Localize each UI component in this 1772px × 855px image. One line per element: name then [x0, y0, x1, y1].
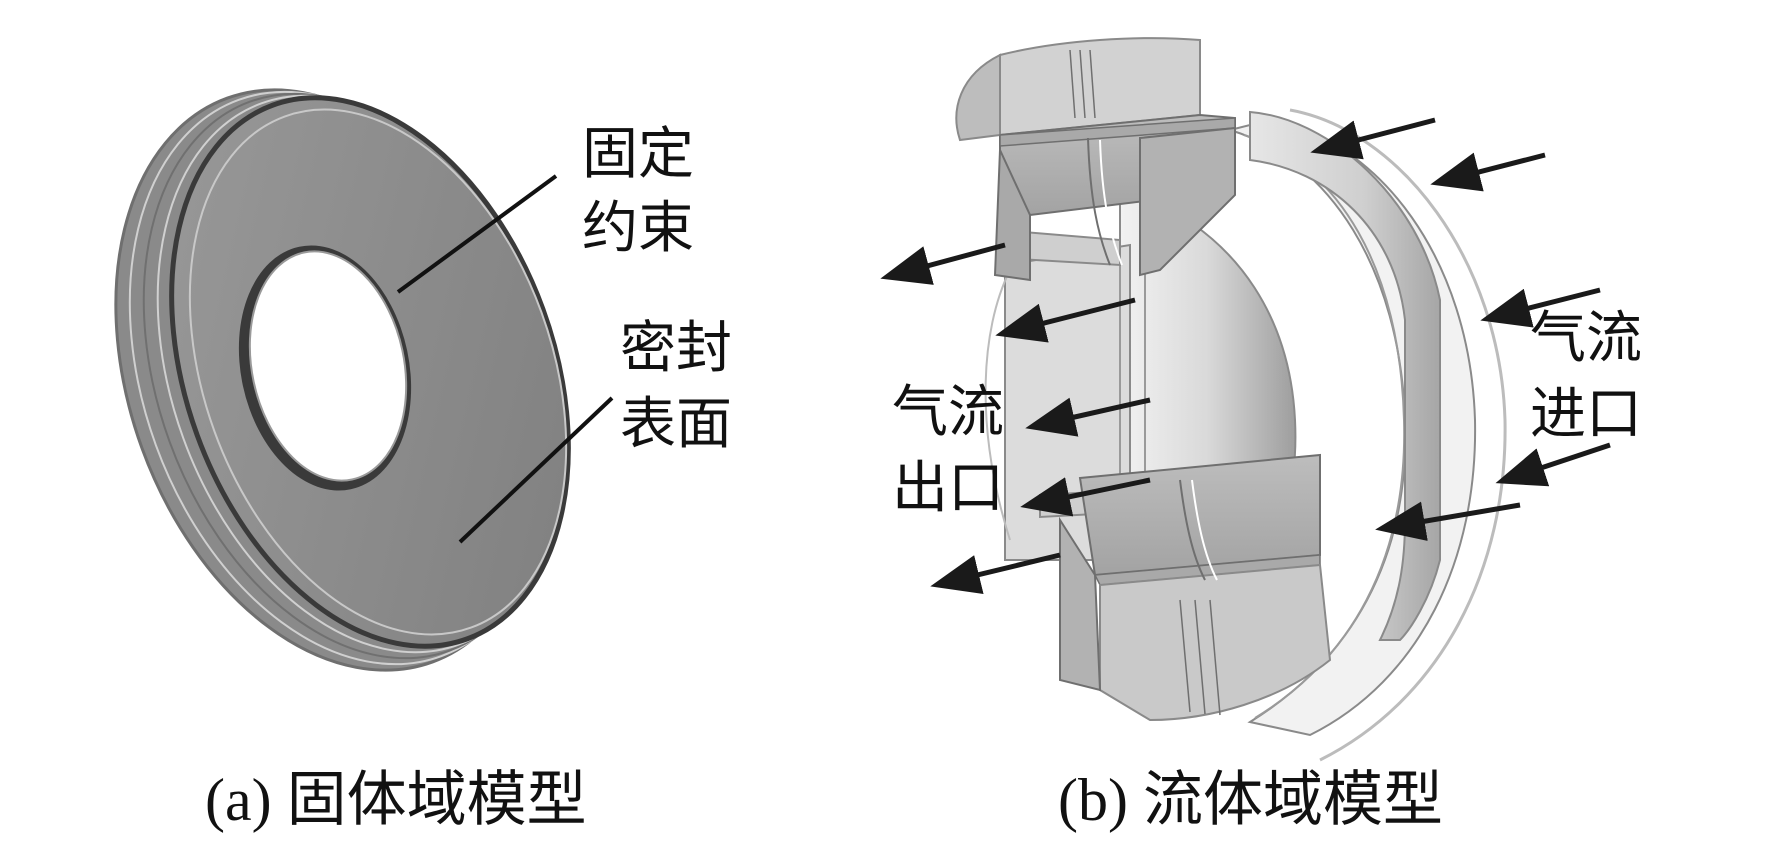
solid-domain-disc	[114, 88, 571, 672]
outlet-arrow-4	[1020, 477, 1151, 517]
outlet-arrow-2	[995, 297, 1136, 343]
label-fixed-constraint-line1: 固定	[582, 122, 694, 187]
label-airflow-outlet-line2: 出口	[892, 456, 1004, 521]
inlet-arrow-3	[1480, 287, 1601, 328]
label-fixed-constraint-line2: 约束	[582, 196, 694, 261]
outlet-arrow-3	[1025, 397, 1151, 437]
inlet-arrow-1	[1310, 117, 1436, 160]
label-airflow-inlet-line1: 气流	[1530, 306, 1642, 371]
leader-fixed-constraint	[396, 174, 558, 294]
leader-seal-surface	[458, 396, 614, 544]
inlet-arrow-2	[1430, 152, 1546, 192]
outlet-arrow-1	[880, 242, 1006, 285]
inlet-arrows	[1310, 117, 1611, 541]
caption-panel-a: (a) 固体域模型	[205, 767, 587, 833]
fluid-domain-model	[955, 37, 1507, 762]
label-seal-surface-line2: 表面	[620, 392, 732, 457]
inlet-arrow-4	[1495, 442, 1611, 487]
outlet-arrows	[880, 242, 1151, 595]
label-airflow-inlet-line2: 进口	[1530, 382, 1642, 447]
inlet-arrow-5	[1375, 501, 1521, 541]
caption-panel-b: (b) 流体域模型	[1058, 767, 1443, 833]
outlet-arrow-5	[930, 552, 1061, 595]
label-airflow-outlet-line1: 气流	[892, 380, 1004, 445]
label-seal-surface-line1: 密封	[620, 316, 732, 381]
